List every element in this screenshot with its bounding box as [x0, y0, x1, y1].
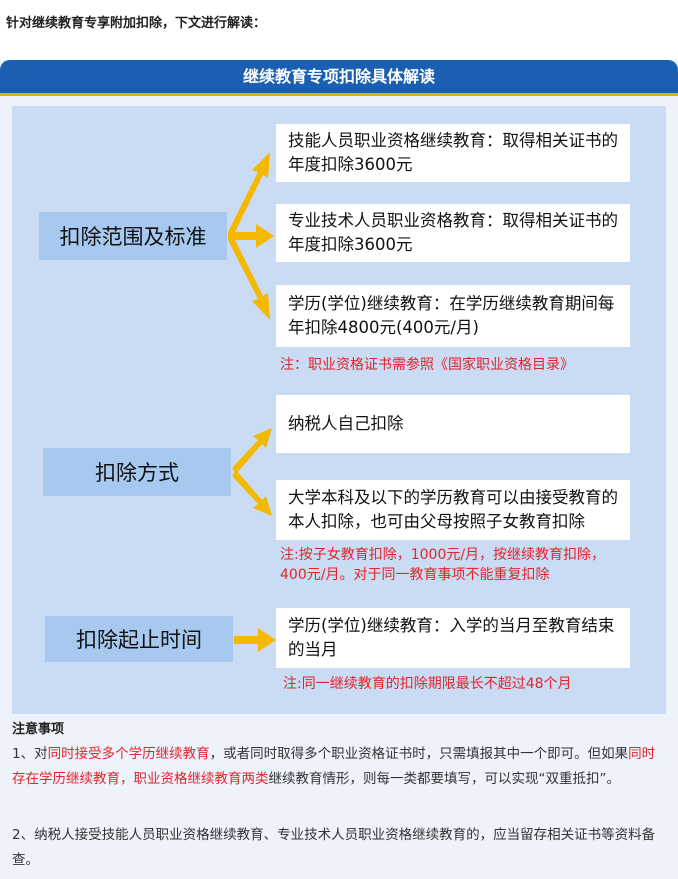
arrow-method-1: [232, 428, 272, 474]
method-item-2-text: 大学本科及以下的学历教育可以由接受教育的本人扣除，也可由父母按照子女教育扣除: [288, 488, 618, 531]
arrow-method-2: [232, 470, 272, 516]
method-item-1: 纳税人自己扣除: [276, 395, 630, 453]
label-period: 扣除起止时间: [45, 616, 233, 662]
p1-b: 同时接受多个学历继续教育: [47, 746, 210, 762]
method-note: 注:按子女教育扣除，1000元/月，按继续教育扣除，400元/月。对于同一教育事…: [280, 547, 606, 583]
intro-text: 针对继续教育专享附加扣除，下文进行解读：: [6, 16, 267, 31]
banner: 继续教育专项扣除具体解读: [0, 60, 678, 96]
arrow-period: [234, 628, 276, 652]
scope-item-3: 学历(学位)继续教育：在学历继续教育期间每年扣除4800元(400元/月): [276, 285, 630, 347]
notes-paragraph-2: 2、纳税人接受技能人员职业资格继续教育、专业技术人员职业资格继续教育的，应当留存…: [12, 827, 656, 868]
scope-item-1-text: 技能人员职业资格继续教育：取得相关证书的年度扣除3600元: [288, 131, 618, 174]
period-note: 注:同一继续教育的扣除期限最长不超过48个月: [283, 676, 572, 692]
scope-item-2: 专业技术人员职业资格教育：取得相关证书的年度扣除3600元: [276, 204, 630, 262]
period-item-1-text: 学历(学位)继续教育：入学的当月至教育结束的当月: [288, 616, 615, 659]
arrow-scope-1: [228, 152, 270, 238]
method-item-1-text: 纳税人自己扣除: [288, 414, 404, 433]
method-item-2: 大学本科及以下的学历教育可以由接受教育的本人扣除，也可由父母按照子女教育扣除: [276, 480, 630, 540]
scope-item-2-text: 专业技术人员职业资格教育：取得相关证书的年度扣除3600元: [288, 211, 618, 254]
p1-d: 同时存在学历继续教育，职业资格继续教育两类: [12, 746, 656, 787]
scope-item-3-text: 学历(学位)继续教育：在学历继续教育期间每年扣除4800元(400元/月): [288, 294, 615, 337]
arrow-scope-2: [228, 224, 274, 248]
notes-title: 注意事项: [12, 722, 65, 737]
notes-paragraph-1: 1、对同时接受多个学历继续教育，或者同时取得多个职业资格证书时，只需填报其中一个…: [12, 742, 668, 792]
p1-a: 1、对: [12, 746, 48, 762]
scope-note: 注：职业资格证书需参照《国家职业资格目录》: [280, 357, 574, 373]
period-item-1: 学历(学位)继续教育：入学的当月至教育结束的当月: [276, 608, 630, 668]
p1-e: 继续教育情形，则每一类都要填写，可以实现“双重抵扣”。: [268, 771, 621, 787]
label-method: 扣除方式: [43, 448, 231, 496]
label-scope: 扣除范围及标准: [39, 212, 227, 260]
p1-c: ，或者同时取得多个职业资格证书时，只需填报其中一个即可。但如果: [209, 746, 629, 762]
scope-item-1: 技能人员职业资格继续教育：取得相关证书的年度扣除3600元: [276, 124, 630, 182]
banner-title: 继续教育专项扣除具体解读: [242, 67, 435, 86]
arrow-scope-3: [228, 234, 270, 320]
